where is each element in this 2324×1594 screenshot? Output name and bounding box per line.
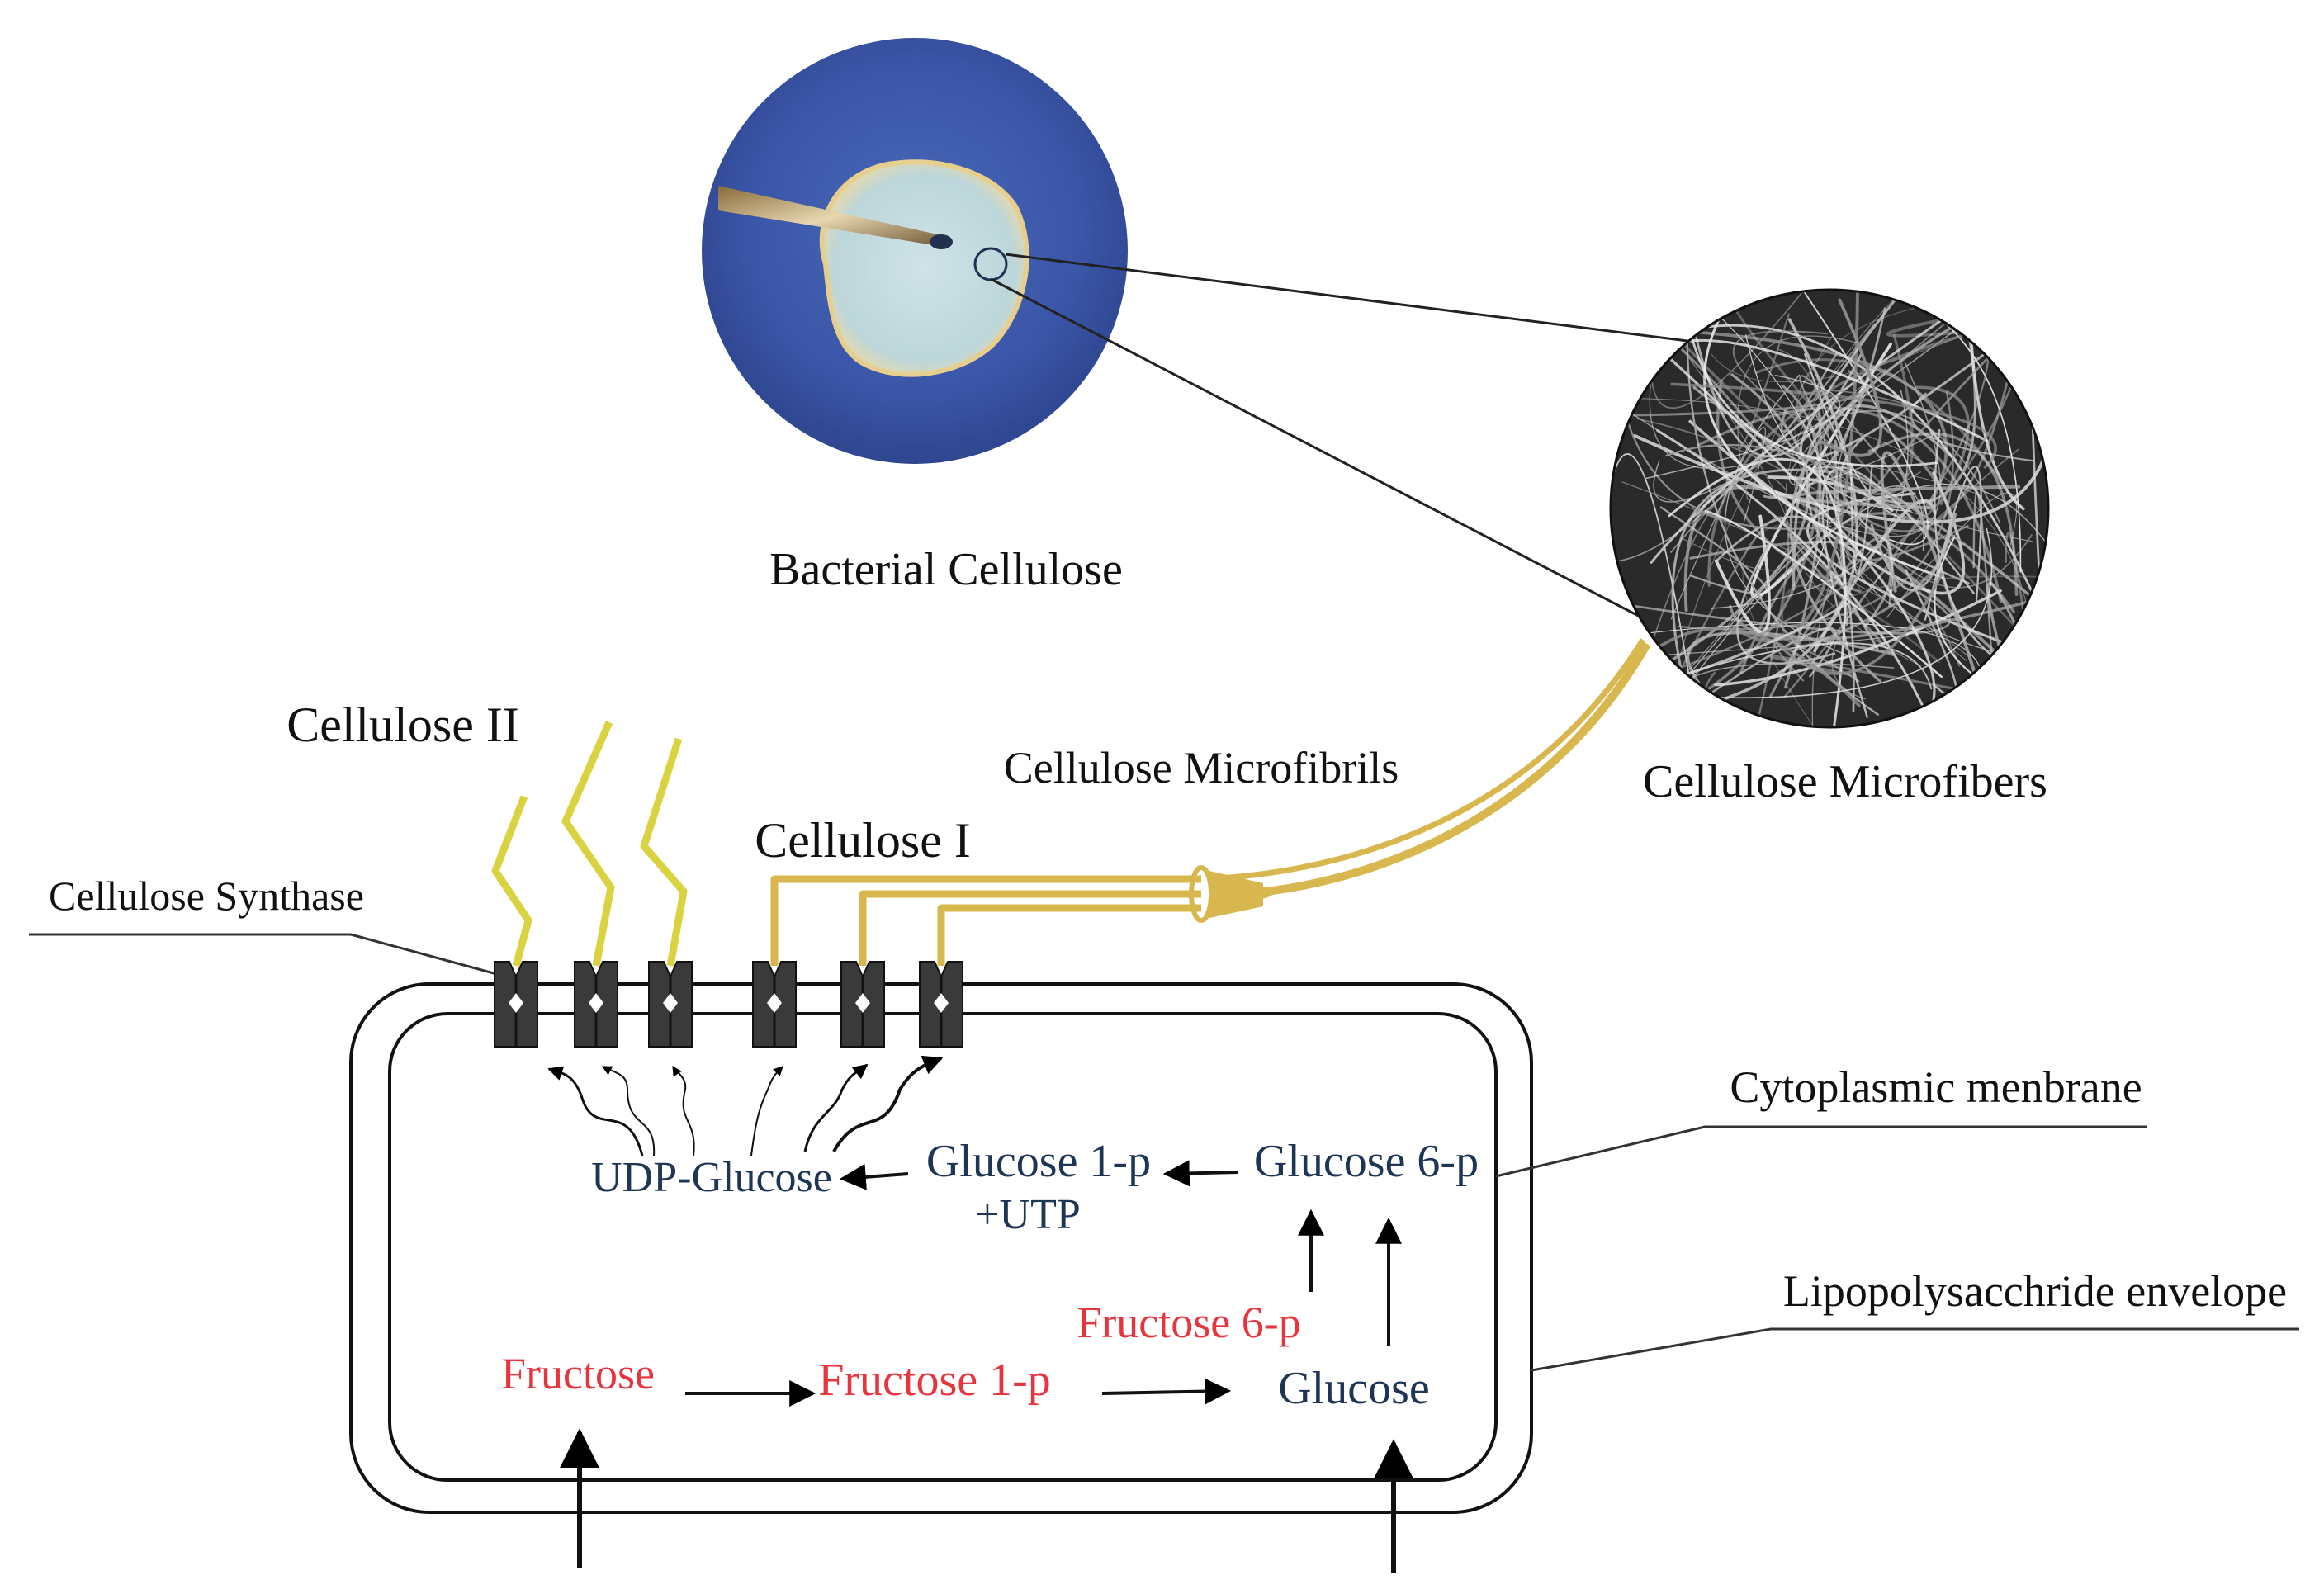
cellulose-synthase-6 (919, 961, 963, 1048)
bacterial-cellulose-photo (702, 38, 1128, 464)
cellulose-microfibers-label: Cellulose Microfibers (1643, 756, 2047, 807)
cellulose-synthase-4 (752, 961, 797, 1048)
cellulose-synthase-pointer (29, 933, 513, 980)
utp: +UTP (975, 1191, 1081, 1238)
cellulose-synthase-5 (840, 961, 885, 1048)
cellulose-ii-label: Cellulose II (286, 698, 519, 752)
bacterial-cellulose-label: Bacterial Cellulose (769, 544, 1123, 595)
cellulose-synthase-label: Cellulose Synthase (49, 873, 364, 919)
lps-envelope-pointer (1531, 1327, 2299, 1372)
lps-envelope-label: Lipopolysacchride envelope (1783, 1266, 2287, 1316)
cellulose-i-label: Cellulose I (755, 813, 971, 868)
cellulose-i-fibers (770, 875, 1201, 966)
fructose-6p: Fructose 6-p (1077, 1298, 1300, 1347)
arrow-g6p-to-g1p (1162, 1160, 1239, 1187)
arrow-f1p-to-glucose (1101, 1378, 1232, 1405)
glucose-6p: Glucose 6-p (1254, 1136, 1479, 1187)
udp-glucose-transport-arrows (547, 1055, 944, 1156)
zoom-line-bottom (990, 277, 1650, 623)
udp-glucose: UDP-Glucose (591, 1154, 832, 1201)
fructose: Fructose (501, 1349, 655, 1398)
cellulose-microfibrils-label: Cellulose Microfibrils (1004, 743, 1399, 792)
zoom-line-top (1005, 253, 1721, 347)
cellulose-ii-fibers (491, 721, 688, 967)
cellulose-synthase-1 (494, 961, 538, 1048)
arrow-g1p-to-udpg (839, 1163, 909, 1190)
glucose: Glucose (1278, 1363, 1430, 1414)
sem-microfiber-image (1609, 288, 2050, 729)
fructose-1p: Fructose 1-p (818, 1355, 1051, 1406)
glucose-1p: Glucose 1-p (926, 1136, 1151, 1187)
cellulose-synthase-3 (648, 961, 693, 1048)
lipopolysaccharide-envelope (349, 982, 1533, 1514)
pathway-arrows (560, 1160, 1413, 1573)
cytoplasmic-membrane-label: Cytoplasmic menbrane (1730, 1062, 2142, 1112)
cytoplasmic-membrane-pointer (1495, 1125, 2147, 1178)
cellulose-synthase-2 (574, 961, 618, 1048)
cellulose-synthase-complexes (494, 961, 963, 1048)
